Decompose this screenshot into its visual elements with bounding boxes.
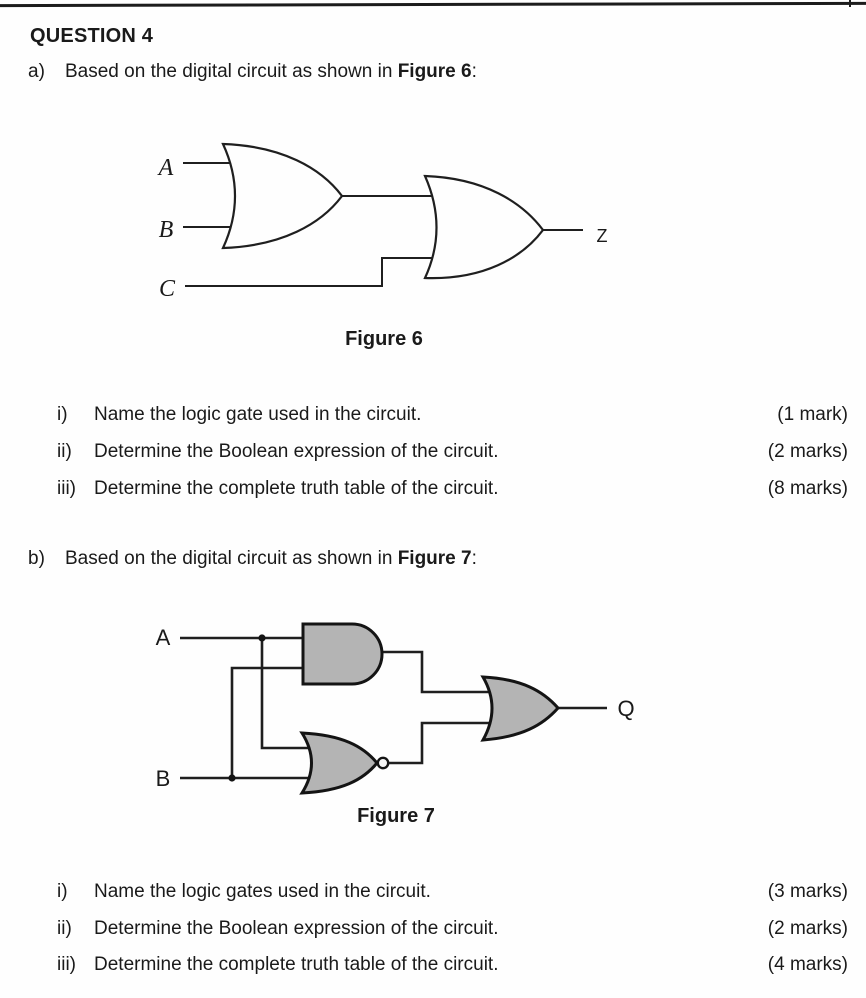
fig6-input-c-wire <box>185 257 450 287</box>
part-a-figure-ref: Figure 6 <box>397 61 472 82</box>
fig7-nor-output-wire <box>388 721 502 765</box>
or-gate <box>480 675 561 742</box>
nor-inverter-bubble <box>376 756 390 770</box>
fig6-input-label-b: B <box>159 217 174 243</box>
fig7-junction-dot-b <box>228 774 236 782</box>
question-a-ii: ii) Determine the Boolean expression of … <box>57 440 848 464</box>
fig7-b-branch-wire <box>230 666 310 778</box>
part-b-intro-suffix: : <box>471 548 477 569</box>
or-gate-2 <box>423 174 545 280</box>
question-marks: (2 marks) <box>767 441 848 462</box>
fig7-junction-dot-a <box>258 634 266 642</box>
fig6-output-label-z: Z <box>597 226 608 246</box>
part-a-intro-prefix: Based on the digital circuit as shown in <box>65 61 398 82</box>
fig7-and-output-wire <box>382 650 502 694</box>
part-b-intro-text: Based on the digital circuit as shown in… <box>65 547 477 571</box>
fig7-a-branch-wire <box>260 638 320 750</box>
fig7-output-label-q: Q <box>617 696 634 721</box>
question-number: iii) <box>57 478 76 499</box>
part-a-intro: a) Based on the digital circuit as shown… <box>28 60 848 84</box>
question-marks: (2 marks) <box>767 918 848 939</box>
fig6-input-label-c: C <box>159 276 176 302</box>
question-marks: (8 marks) <box>767 478 848 499</box>
question-text: Determine the Boolean expression of the … <box>94 918 499 939</box>
question-number: iii) <box>57 954 76 975</box>
question-marks: (3 marks) <box>767 881 848 902</box>
part-b-intro: b) Based on the digital circuit as shown… <box>28 547 848 571</box>
figure-6-circuit: A B C Z <box>157 142 608 302</box>
question-a-iii: iii) Determine the complete truth table … <box>57 477 848 501</box>
question-title: QUESTION 4 <box>30 25 154 47</box>
question-b-iii: iii) Determine the complete truth table … <box>57 953 848 977</box>
question-text: Name the logic gate used in the circuit. <box>94 404 422 425</box>
question-number: ii) <box>57 918 72 939</box>
fig7-input-label-b: B <box>156 766 171 791</box>
part-a-intro-suffix: : <box>471 61 477 82</box>
question-marks: (4 marks) <box>767 954 848 975</box>
figure-7-circuit: A B Q <box>156 622 635 795</box>
question-a-i: i) Name the logic gate used in the circu… <box>57 403 848 427</box>
fig7-input-label-a: A <box>156 625 171 650</box>
page-top-rule-tick <box>849 0 851 7</box>
figure-7-caption: Figure 7 <box>357 805 435 827</box>
question-number: i) <box>57 881 68 902</box>
question-number: ii) <box>57 441 72 462</box>
question-b-i: i) Name the logic gates used in the circ… <box>57 880 848 904</box>
part-a-intro-text: Based on the digital circuit as shown in… <box>65 60 477 84</box>
question-text: Determine the Boolean expression of the … <box>94 441 499 462</box>
question-text: Determine the complete truth table of th… <box>94 478 499 499</box>
page-top-rule <box>0 1 866 8</box>
fig6-input-label-a: A <box>157 155 174 181</box>
part-a-label: a) <box>28 61 45 82</box>
question-marks: (1 mark) <box>777 404 848 425</box>
question-number: i) <box>57 404 68 425</box>
figure-6-caption: Figure 6 <box>345 328 423 350</box>
or-gate-1 <box>221 142 344 250</box>
nor-gate <box>299 731 379 795</box>
part-b-label: b) <box>28 548 45 569</box>
question-text: Determine the complete truth table of th… <box>94 954 499 975</box>
question-b-ii: ii) Determine the Boolean expression of … <box>57 917 848 941</box>
question-text: Name the logic gates used in the circuit… <box>94 881 431 902</box>
and-gate <box>301 622 384 686</box>
part-b-figure-ref: Figure 7 <box>397 548 472 569</box>
part-b-intro-prefix: Based on the digital circuit as shown in <box>65 548 398 569</box>
